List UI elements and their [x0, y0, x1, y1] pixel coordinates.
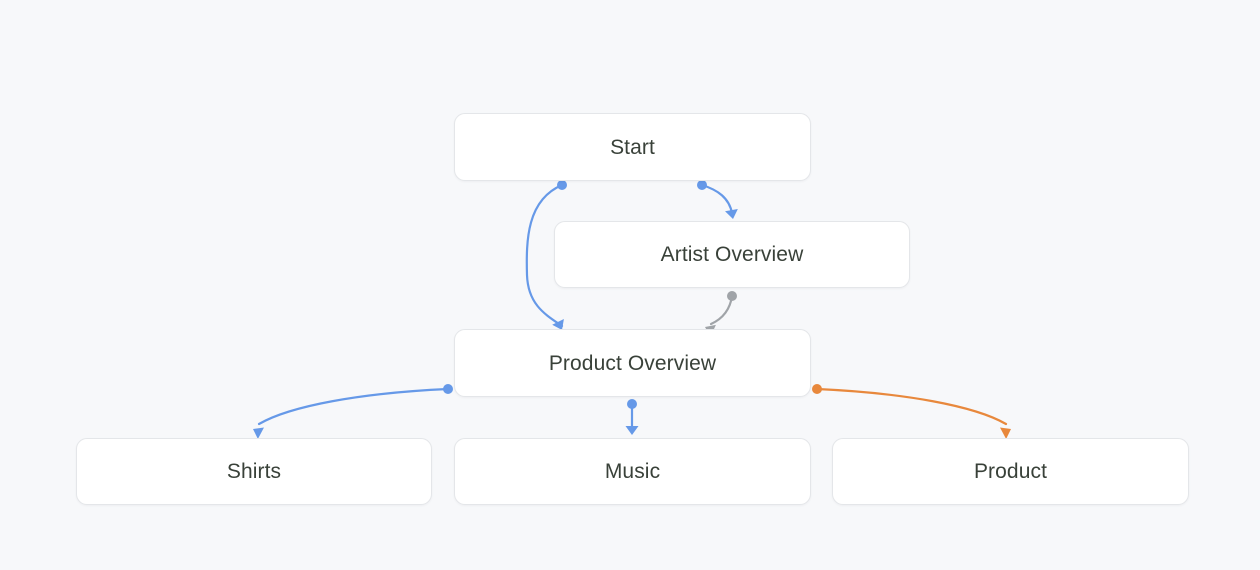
edge-source-dot-start-to-product-overview — [557, 180, 567, 190]
edge-path-artist-overview-to-product-overview — [709, 294, 734, 326]
node-music[interactable]: Music — [454, 438, 811, 505]
node-label-shirts: Shirts — [226, 460, 282, 483]
node-product[interactable]: Product — [832, 438, 1189, 505]
node-label-start: Start — [610, 135, 655, 159]
edge-product-overview-to-product — [812, 384, 1011, 439]
edge-source-dot-artist-overview-to-product-overview — [727, 291, 737, 301]
node-label-artist-overview: Artist Overview — [660, 243, 804, 266]
edge-path-start-to-artist-overview — [700, 183, 734, 215]
edge-start-to-artist-overview — [697, 180, 738, 219]
node-start[interactable]: Start — [454, 113, 811, 181]
edge-arrowhead-product-overview-to-music — [625, 426, 639, 435]
node-label-product: Product — [973, 460, 1048, 483]
node-label-product-overview: Product Overview — [548, 351, 717, 375]
edge-source-dot-product-overview-to-shirts — [443, 384, 453, 394]
edge-arrowhead-product-overview-to-product — [1000, 427, 1011, 439]
edge-path-product-overview-to-shirts — [257, 387, 450, 426]
node-artist-overview[interactable]: Artist Overview — [554, 221, 910, 288]
edge-source-dot-start-to-artist-overview — [697, 180, 707, 190]
edge-product-overview-to-music — [625, 399, 639, 435]
edge-arrowhead-product-overview-to-shirts — [253, 427, 264, 439]
edge-path-product-overview-to-product — [815, 387, 1008, 426]
edge-source-dot-product-overview-to-product — [812, 384, 822, 394]
node-shirts[interactable]: Shirts — [76, 438, 432, 505]
node-product-overview[interactable]: Product Overview — [454, 329, 811, 397]
edge-product-overview-to-shirts — [253, 384, 453, 439]
edge-arrowhead-start-to-artist-overview — [725, 209, 738, 219]
node-label-music: Music — [604, 460, 661, 483]
edge-source-dot-product-overview-to-music — [627, 399, 637, 409]
